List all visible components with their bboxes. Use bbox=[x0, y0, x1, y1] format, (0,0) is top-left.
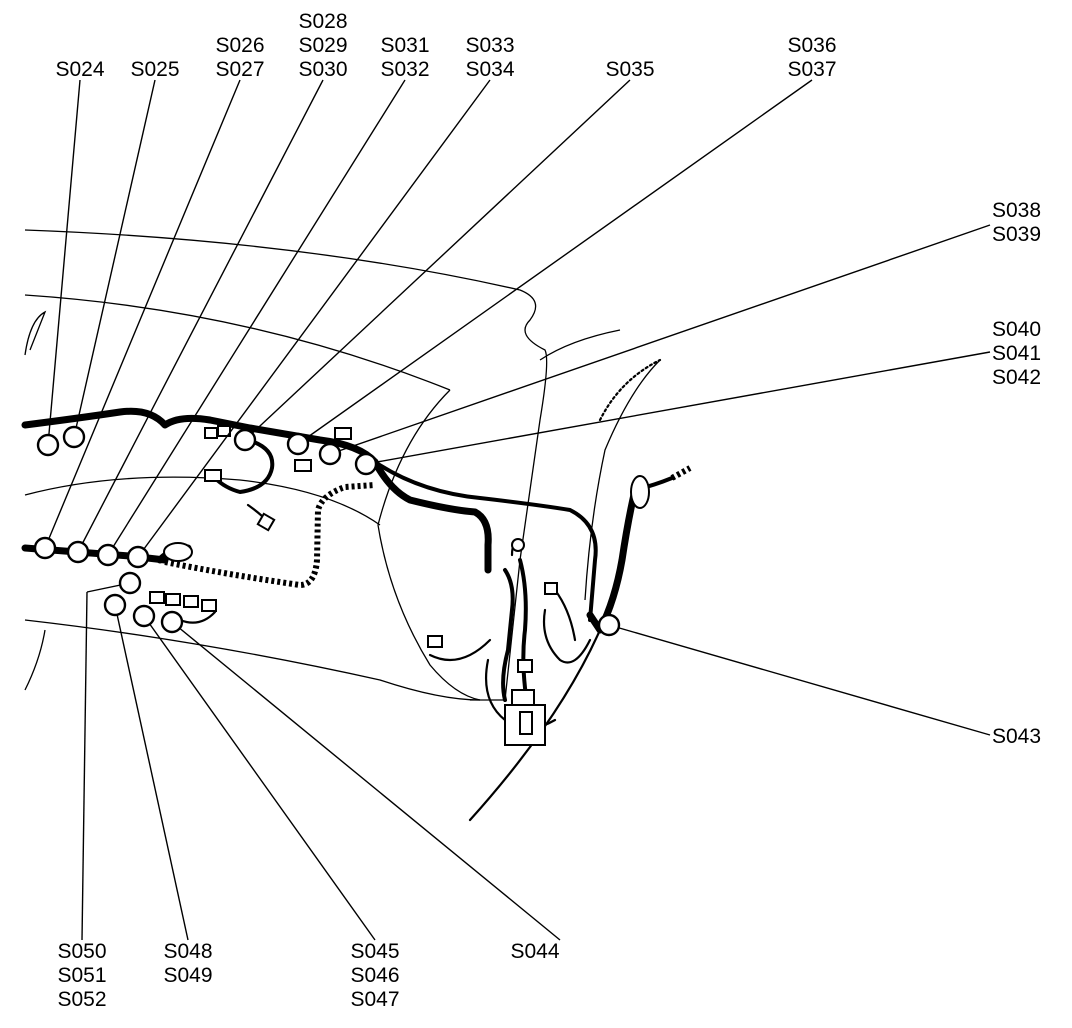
label-s031: S031 bbox=[380, 34, 429, 57]
label-s035: S035 bbox=[605, 58, 654, 81]
label-s025: S025 bbox=[130, 58, 179, 81]
label-s032: S032 bbox=[380, 58, 429, 81]
label-s027: S027 bbox=[215, 58, 264, 81]
label-s040: S040 bbox=[992, 318, 1041, 341]
splice-labels: S024 S025 S026 S027 S028 S029 S030 S031 … bbox=[55, 10, 1041, 1011]
label-s037: S037 bbox=[787, 58, 836, 81]
label-s049: S049 bbox=[163, 964, 212, 987]
label-s024: S024 bbox=[55, 58, 104, 81]
label-s044: S044 bbox=[510, 940, 559, 963]
label-s050: S050 bbox=[57, 940, 106, 963]
label-s029: S029 bbox=[298, 34, 347, 57]
label-s034: S034 bbox=[465, 58, 514, 81]
connectors bbox=[149, 425, 558, 746]
leader-lines bbox=[44, 79, 991, 941]
label-s038: S038 bbox=[992, 199, 1041, 222]
label-s046: S046 bbox=[350, 964, 399, 987]
label-s041: S041 bbox=[992, 342, 1041, 365]
label-s039: S039 bbox=[992, 223, 1041, 246]
label-s043: S043 bbox=[992, 725, 1041, 748]
label-s048: S048 bbox=[163, 940, 212, 963]
label-s026: S026 bbox=[215, 34, 264, 57]
label-s030: S030 bbox=[298, 58, 347, 81]
label-s036: S036 bbox=[787, 34, 836, 57]
label-s047: S047 bbox=[350, 988, 399, 1011]
label-s028: S028 bbox=[298, 10, 347, 33]
splice-markers bbox=[33, 425, 621, 637]
label-s052: S052 bbox=[57, 988, 106, 1011]
label-s045: S045 bbox=[350, 940, 399, 963]
label-s042: S042 bbox=[992, 366, 1041, 389]
label-s051: S051 bbox=[57, 964, 106, 987]
label-s033: S033 bbox=[465, 34, 514, 57]
vehicle-body-outline bbox=[24, 229, 661, 701]
